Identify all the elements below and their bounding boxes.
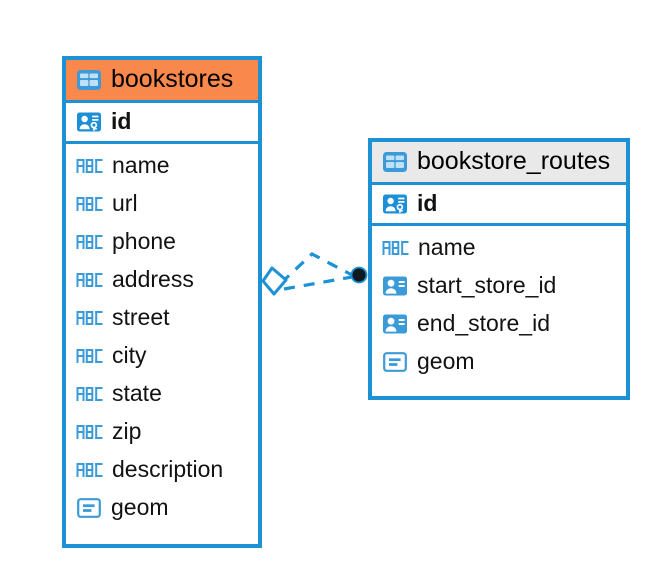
text-abc-icon [76, 234, 103, 249]
field-label: url [112, 190, 138, 217]
field-row[interactable]: address [66, 261, 258, 299]
field-label: state [112, 380, 162, 407]
geometry-icon [383, 351, 407, 372]
primary-key-icon [383, 194, 407, 213]
text-abc-icon [76, 272, 103, 287]
text-abc-icon [76, 386, 103, 401]
field-row[interactable]: street [66, 299, 258, 337]
field-label: phone [112, 228, 176, 255]
field-row[interactable]: name [372, 229, 626, 267]
text-abc-icon [76, 348, 103, 363]
field-label: city [112, 342, 147, 369]
field-label: street [112, 304, 170, 331]
field-label: id [111, 108, 132, 135]
text-abc-icon [76, 310, 103, 325]
entity-bookstore-routes[interactable]: bookstore_routes id [368, 138, 630, 400]
field-row[interactable]: geom [66, 489, 258, 527]
field-row[interactable]: phone [66, 223, 258, 261]
primary-key-section: id [372, 181, 626, 226]
field-label: address [112, 266, 194, 293]
entity-title: bookstore_routes [417, 147, 611, 175]
entity-header-bookstores[interactable]: bookstores [66, 60, 258, 100]
field-label: geom [111, 494, 169, 521]
field-row[interactable]: description [66, 451, 258, 489]
text-abc-icon [76, 158, 103, 173]
geometry-icon [77, 497, 101, 518]
field-label: geom [417, 348, 475, 375]
text-abc-icon [382, 240, 409, 255]
field-row[interactable]: state [66, 375, 258, 413]
field-row[interactable]: city [66, 337, 258, 375]
primary-key-icon [77, 112, 101, 131]
relationship-line-peak [279, 252, 353, 285]
field-row[interactable]: name [66, 147, 258, 185]
foreign-key-icon [383, 276, 407, 295]
text-abc-icon [76, 424, 103, 439]
text-abc-icon [76, 196, 103, 211]
field-label: zip [112, 418, 142, 445]
field-row[interactable]: end_store_id [372, 305, 626, 343]
diamond-marker [261, 266, 288, 296]
field-label: start_store_id [417, 272, 557, 299]
foreign-key-icon [383, 314, 407, 333]
fields-section: name url [66, 144, 258, 531]
fields-section: name start_store_id [372, 226, 626, 385]
filled-circle-marker [352, 268, 366, 282]
table-icon [77, 69, 101, 90]
field-label: end_store_id [417, 310, 550, 337]
relationship-line-straight [283, 275, 353, 291]
field-label: name [112, 152, 170, 179]
field-row[interactable]: geom [372, 343, 626, 381]
field-row[interactable]: url [66, 185, 258, 223]
filled-circle-marker-ring [350, 266, 368, 284]
table-icon [383, 151, 407, 172]
entity-bookstores[interactable]: bookstores id [62, 56, 262, 548]
field-row[interactable]: id [372, 185, 626, 223]
field-label: id [417, 190, 438, 217]
text-abc-icon [76, 462, 103, 477]
entity-title: bookstores [111, 65, 234, 93]
field-row[interactable]: zip [66, 413, 258, 451]
primary-key-section: id [66, 99, 258, 144]
field-label: name [418, 234, 476, 261]
field-label: description [112, 456, 224, 483]
field-row[interactable]: id [66, 103, 258, 141]
field-row[interactable]: start_store_id [372, 267, 626, 305]
entity-header-bookstore-routes[interactable]: bookstore_routes [372, 142, 626, 182]
